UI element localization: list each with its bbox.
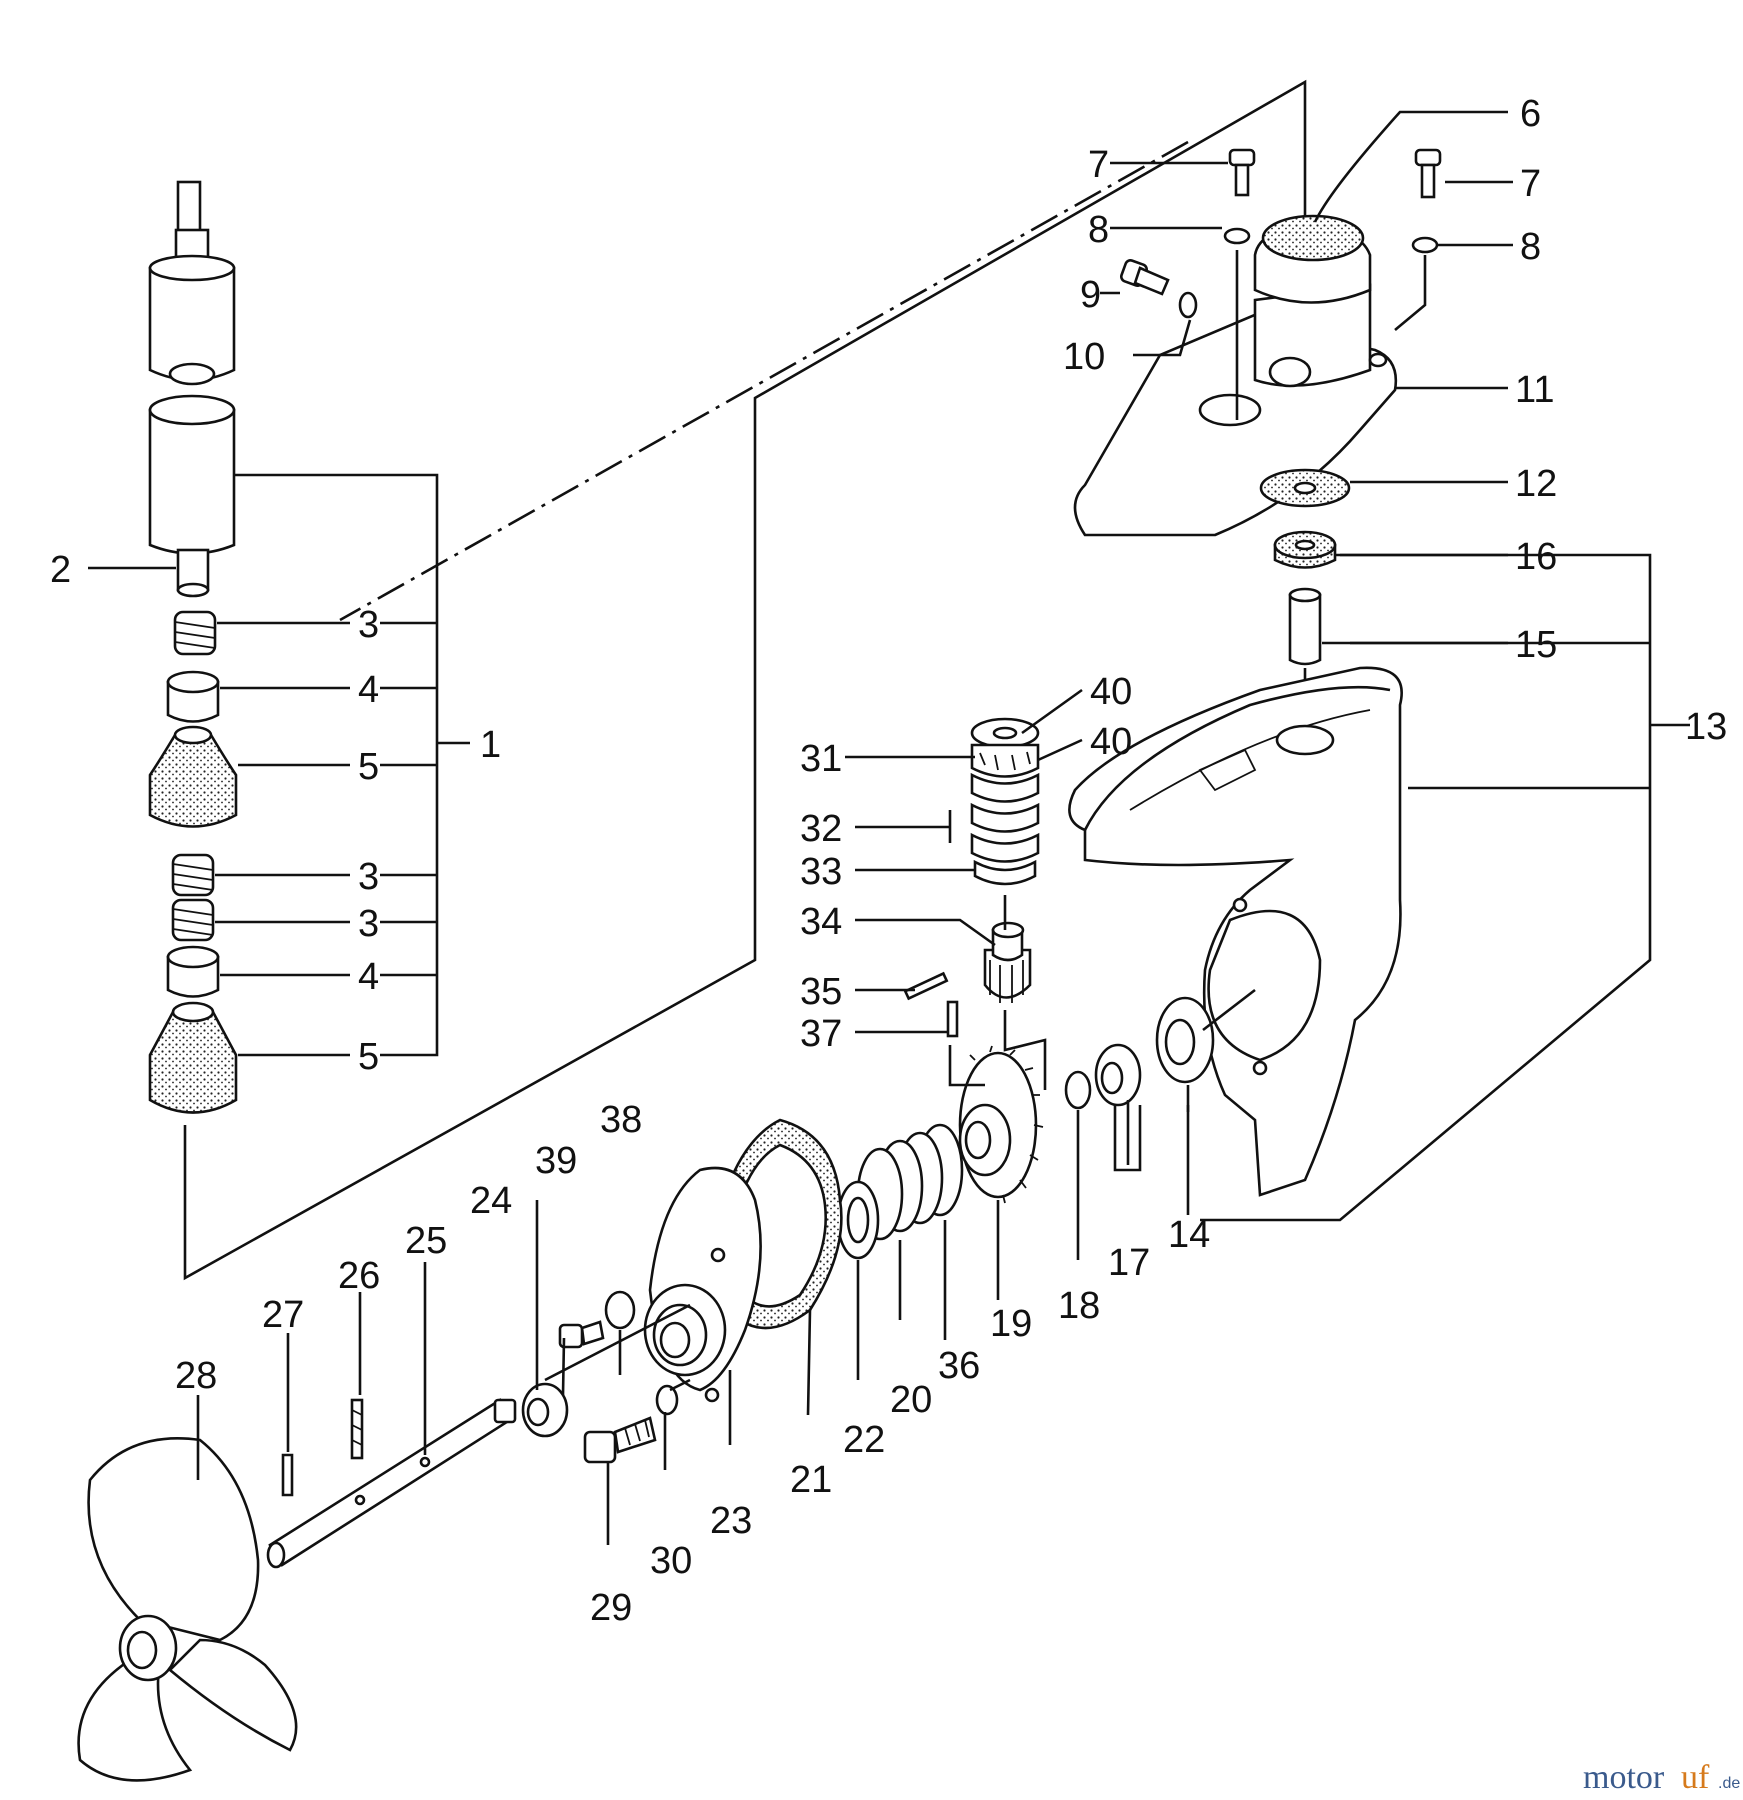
callout-29: 29 <box>590 1587 632 1629</box>
assembly-lines-top-right <box>1235 250 1427 420</box>
callout-7: 7 <box>1088 144 1109 186</box>
bolt-part-39 <box>558 1320 605 1349</box>
callout-38: 38 <box>600 1099 642 1141</box>
callout-5: 5 <box>358 1036 379 1078</box>
sleeve-part-15 <box>1288 587 1322 666</box>
callout-labels: 1 2 3 4 5 3 3 4 5 6 7 7 8 8 9 10 11 12 1… <box>50 93 1727 1629</box>
callout-6: 6 <box>1520 93 1541 135</box>
washer-part-30 <box>655 1384 679 1416</box>
washer-part-10 <box>1178 291 1198 319</box>
watermark-text-uf: uf <box>1681 1759 1710 1796</box>
callout-24: 24 <box>470 1180 512 1222</box>
drive-shaft-assembly <box>148 180 238 1114</box>
rubber-bush-part-5-upper <box>148 725 238 828</box>
callout-20: 20 <box>890 1379 932 1421</box>
callout-22: 22 <box>843 1419 885 1461</box>
callout-40: 40 <box>1090 671 1132 713</box>
callout-19: 19 <box>990 1303 1032 1345</box>
callout-3: 3 <box>358 903 379 945</box>
swivel-bracket-part-11 <box>1073 214 1398 537</box>
callout-10: 10 <box>1063 336 1105 378</box>
watermark-logo: motor uf .de <box>1583 1759 1740 1796</box>
callout-1: 1 <box>480 724 501 766</box>
callout-32: 32 <box>800 808 842 850</box>
callout-27: 27 <box>262 1294 304 1336</box>
callout-39: 39 <box>535 1140 577 1182</box>
pinion-gear-part-34 <box>983 921 1032 1003</box>
bearing-part-22 <box>836 1180 880 1260</box>
callout-14: 14 <box>1168 1214 1210 1256</box>
bolt-part-7-right <box>1414 148 1442 199</box>
callout-3: 3 <box>358 856 379 898</box>
cotter-pin-part-27 <box>281 1453 294 1497</box>
callout-4: 4 <box>358 956 379 998</box>
callout-15: 15 <box>1515 624 1557 666</box>
bearing-stack-part-31-33 <box>970 717 1040 886</box>
group-1-bracket <box>235 473 470 1057</box>
callout-30: 30 <box>650 1540 692 1582</box>
callout-33: 33 <box>800 851 842 893</box>
washer-part-18 <box>1064 1070 1092 1110</box>
propeller-shaft-part-25 <box>266 1398 517 1569</box>
callout-26: 26 <box>338 1255 380 1297</box>
leaders-middle <box>196 688 1190 1545</box>
bolt-part-29 <box>583 1416 657 1464</box>
bolt-part-7-left <box>1228 148 1256 197</box>
propeller-part-28 <box>77 1437 298 1782</box>
callout-37: 37 <box>800 1013 842 1055</box>
callout-13: 13 <box>1685 706 1727 748</box>
center-line-diagonal <box>339 140 1189 622</box>
callout-5: 5 <box>358 746 379 788</box>
callout-31: 31 <box>800 738 842 780</box>
cover-part-23 <box>643 1166 762 1403</box>
spring-part-3-lower <box>171 898 215 942</box>
washer-part-8-right <box>1411 236 1439 254</box>
bearing-part-14 <box>1155 996 1215 1084</box>
callout-35: 35 <box>800 971 842 1013</box>
callout-28: 28 <box>175 1355 217 1397</box>
gear-case-part-13 <box>1068 666 1403 1197</box>
callout-17: 17 <box>1108 1242 1150 1284</box>
callout-40: 40 <box>1090 721 1132 763</box>
watermark-tld: .de <box>1718 1775 1740 1792</box>
callout-25: 25 <box>405 1220 447 1262</box>
washer-part-8-left <box>1223 227 1251 245</box>
watermark-text-motor: motor <box>1583 1759 1665 1796</box>
cup-part-4-upper <box>166 670 220 723</box>
bolt-part-9 <box>1120 259 1170 296</box>
callout-18: 18 <box>1058 1285 1100 1327</box>
rubber-bush-part-5-lower <box>148 1001 238 1114</box>
leaders-3-4-5 <box>215 621 350 1057</box>
callout-8: 8 <box>1520 226 1541 268</box>
callout-36: 36 <box>938 1345 980 1387</box>
pin-part-35 <box>903 971 949 1001</box>
callout-11: 11 <box>1515 369 1554 411</box>
callout-4: 4 <box>358 669 379 711</box>
callout-34: 34 <box>800 901 842 943</box>
bush-part-16 <box>1273 530 1337 569</box>
callout-16: 16 <box>1515 536 1557 578</box>
washer-part-38 <box>604 1290 636 1330</box>
cup-part-4-lower <box>166 945 220 998</box>
callout-3: 3 <box>358 604 379 646</box>
callout-7: 7 <box>1520 163 1541 205</box>
pin-part-26 <box>350 1398 364 1460</box>
callout-23: 23 <box>710 1500 752 1542</box>
bevel-gear-part-19 <box>958 1045 1044 1204</box>
assembly-path-left <box>183 79 1307 1281</box>
pin-part-37 <box>946 1000 959 1038</box>
callout-21: 21 <box>790 1459 832 1501</box>
callout-2: 2 <box>50 549 71 591</box>
spacer-part-24 <box>521 1382 569 1438</box>
leaders-top-right <box>1100 110 1513 645</box>
callout-8: 8 <box>1088 209 1109 251</box>
seal-part-17 <box>1094 1043 1142 1107</box>
callout-12: 12 <box>1515 463 1557 505</box>
spring-part-3-upper <box>173 610 217 656</box>
spring-part-3-middle <box>171 853 215 897</box>
callout-9: 9 <box>1080 274 1101 316</box>
